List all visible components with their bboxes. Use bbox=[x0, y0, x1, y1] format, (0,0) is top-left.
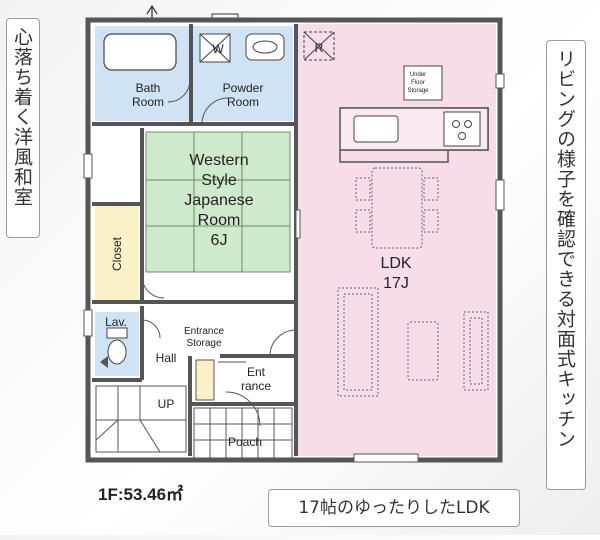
under-floor-label-3: Storage bbox=[407, 88, 429, 94]
western-label-5: 6J bbox=[211, 232, 228, 249]
door-swings bbox=[141, 79, 297, 427]
windows bbox=[83, 73, 505, 463]
bath-label-2: Room bbox=[132, 95, 164, 109]
ldk-room bbox=[298, 24, 496, 456]
closet-label: Closet bbox=[110, 236, 124, 271]
toilet bbox=[107, 339, 127, 365]
up-label: UP bbox=[158, 397, 175, 411]
ldk-label-2: 17J bbox=[383, 275, 409, 292]
callout-kitchen: リビングの様子を確認できる対面式キッチン bbox=[546, 40, 586, 490]
fridge-box bbox=[303, 31, 335, 61]
stove bbox=[443, 111, 481, 147]
callout-ldk: 17帖のゆったりしたLDK bbox=[268, 489, 520, 527]
under-floor-label-2: Floor bbox=[411, 80, 425, 86]
western-label-2: Style bbox=[201, 172, 237, 189]
western-label-3: Japanese bbox=[184, 192, 253, 209]
entrance-label-1: Ent bbox=[247, 365, 266, 379]
dining-furniture bbox=[337, 167, 489, 397]
poach-tiles bbox=[193, 407, 293, 461]
closet bbox=[95, 205, 139, 300]
staircase bbox=[95, 385, 187, 453]
tatami-grid bbox=[145, 131, 291, 273]
western-label-1: Western bbox=[189, 152, 248, 169]
powder-label-2: Room bbox=[227, 95, 259, 109]
powder-label-1: Powder bbox=[223, 81, 264, 95]
storage-shelf bbox=[195, 359, 215, 401]
mark-r: R bbox=[315, 41, 324, 55]
entrance-label-2: rance bbox=[241, 379, 271, 393]
entrance-storage-label-2: Storage bbox=[186, 338, 221, 349]
under-floor-storage-box bbox=[403, 65, 443, 101]
interior-walls bbox=[92, 24, 298, 456]
western-label-4: Room bbox=[198, 212, 241, 229]
lav-label: Lav. bbox=[105, 315, 127, 329]
western-japanese-room bbox=[146, 132, 290, 272]
ldk-label-1: LDK bbox=[380, 255, 411, 272]
kitchen-sink bbox=[353, 115, 399, 143]
callout-western-room: 心落ち着く洋風和室 bbox=[6, 18, 40, 238]
under-floor-label-1: Under bbox=[410, 72, 426, 78]
entrance-storage-label-1: Entrance bbox=[184, 326, 224, 337]
floor-area-label: 1F:53.46㎡ bbox=[98, 485, 184, 504]
poach-label: Poach bbox=[228, 435, 262, 449]
bathtub bbox=[103, 33, 177, 71]
bath-label-1: Bath bbox=[136, 81, 161, 95]
hall-label: Hall bbox=[156, 351, 177, 365]
mark-w: W bbox=[212, 42, 224, 56]
basin bbox=[245, 33, 285, 61]
